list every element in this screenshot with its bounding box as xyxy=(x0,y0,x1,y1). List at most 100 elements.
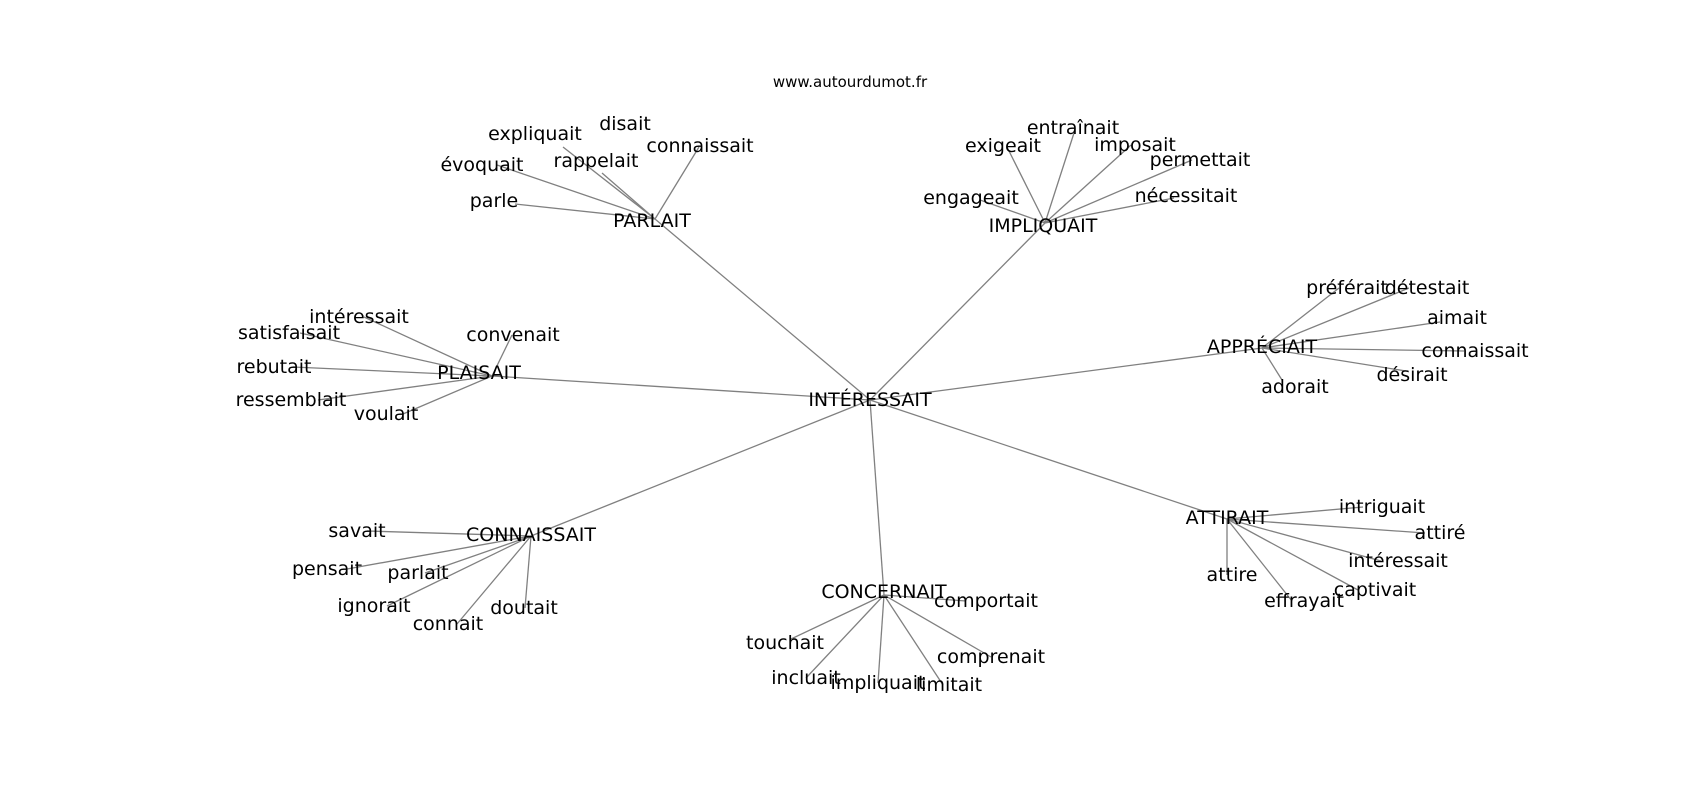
edge-hub-to-leaf xyxy=(883,594,967,602)
edge-hub-to-leaf xyxy=(805,594,885,679)
edge-hub-to-leaf xyxy=(299,332,493,377)
hub-node-label: PARLAIT xyxy=(613,210,691,232)
leaf-word-label: intéressait xyxy=(309,306,409,328)
edge-hub-to-leaf xyxy=(1226,518,1426,534)
leaf-word-label: attire xyxy=(1207,564,1258,586)
edge-hub-to-leaf xyxy=(1006,146,1046,224)
leaf-word-label: adorait xyxy=(1261,376,1329,398)
leaf-word-label: aimait xyxy=(1427,307,1487,329)
edge-hub-to-leaf xyxy=(601,172,656,220)
edge-hub-to-leaf xyxy=(346,535,532,570)
leaf-word-label: parlait xyxy=(387,562,448,584)
edge-hub-to-leaf xyxy=(292,366,493,377)
leaf-word-label: savait xyxy=(328,520,385,542)
edge-hub-to-leaf xyxy=(1261,347,1465,352)
edge-hub-to-leaf xyxy=(1226,518,1293,602)
leaf-word-label: incluait xyxy=(771,667,840,689)
leaf-word-label: intriguait xyxy=(1339,496,1425,518)
edge-hub-to-leaf xyxy=(402,375,493,415)
edge-hub-to-leaf xyxy=(514,203,656,220)
hub-node-label: APPRÉCIAIT xyxy=(1207,335,1318,358)
edge-hub-to-leaf xyxy=(363,316,493,377)
edge-hub-to-leaf xyxy=(883,594,944,686)
hub-node-label: CONNAISSAIT xyxy=(466,524,596,546)
leaf-word-label: ressemblait xyxy=(236,389,347,411)
leaf-word-label: préférait xyxy=(1306,277,1388,299)
leaf-word-label: nécessitait xyxy=(1135,185,1238,207)
hub-node-label: IMPLIQUAIT xyxy=(989,215,1098,237)
leaf-word-label: rappelait xyxy=(554,150,639,172)
leaf-word-label: attiré xyxy=(1415,522,1466,544)
leaf-word-label: entraînait xyxy=(1027,117,1119,139)
edge-root-to-hub xyxy=(869,222,1046,401)
edge-hub-to-leaf xyxy=(1261,347,1407,372)
edge-hub-to-leaf xyxy=(1261,287,1410,349)
edge-hub-to-leaf xyxy=(1226,518,1382,562)
root-node-label: INTÉRESSAIT xyxy=(808,388,932,411)
leaf-word-label: connaissait xyxy=(646,135,753,157)
leaf-word-label: effrayait xyxy=(1264,590,1344,612)
edge-hub-to-leaf xyxy=(366,530,532,537)
leaf-word-label: limitait xyxy=(916,674,982,696)
edge-hub-to-leaf xyxy=(1044,144,1132,224)
edge-hub-to-leaf xyxy=(562,146,656,220)
edge-hub-to-leaf xyxy=(1044,159,1193,224)
edge-hub-to-leaf xyxy=(524,535,532,609)
edge-root-to-hub xyxy=(869,347,1263,401)
edge-hub-to-leaf xyxy=(424,535,532,574)
leaf-word-label: imposait xyxy=(1094,134,1176,156)
leaf-word-label: voulait xyxy=(354,403,419,425)
leaf-word-label: détestait xyxy=(1385,277,1470,299)
edge-hub-to-leaf xyxy=(1226,518,1359,591)
hub-node-label: PLAISAIT xyxy=(437,362,521,384)
leaf-word-label: désirait xyxy=(1376,364,1447,386)
leaf-word-label: pensait xyxy=(292,558,362,580)
leaf-word-label: exigeait xyxy=(965,135,1041,157)
edge-hub-to-leaf xyxy=(1261,287,1340,349)
leaf-word-label: satisfaisait xyxy=(238,322,340,344)
edge-hub-to-leaf xyxy=(790,594,885,640)
hub-node-label: ATTIRAIT xyxy=(1186,507,1269,529)
leaf-word-label: comportait xyxy=(934,590,1038,612)
leaf-word-label: connait xyxy=(413,613,484,635)
leaf-word-label: intéressait xyxy=(1348,550,1448,572)
site-credit: www.autourdumot.fr xyxy=(773,73,928,91)
edge-root-to-hub xyxy=(869,399,1228,520)
edge-hub-to-leaf xyxy=(491,334,513,377)
edge-hub-to-leaf xyxy=(386,535,532,607)
edge-hub-to-leaf xyxy=(1261,321,1441,349)
leaf-word-label: doutait xyxy=(490,597,558,619)
leaf-word-label: comprenait xyxy=(937,646,1045,668)
edge-hub-to-leaf xyxy=(496,164,656,220)
edge-hub-to-leaf xyxy=(317,375,493,401)
leaf-word-label: connaissait xyxy=(1421,340,1528,362)
edge-hub-to-leaf xyxy=(877,594,885,684)
leaf-word-label: disait xyxy=(599,113,651,135)
leaf-word-label: convenait xyxy=(466,324,559,346)
edge-root-to-hub xyxy=(491,375,871,401)
leaf-word-label: permettait xyxy=(1150,149,1251,171)
leaf-word-label: expliquait xyxy=(488,123,582,145)
edge-hub-to-leaf xyxy=(1261,347,1283,381)
edge-hub-to-leaf xyxy=(1226,506,1364,520)
edge-hub-to-leaf xyxy=(979,199,1046,224)
edge-hub-to-leaf xyxy=(1044,197,1175,224)
leaf-word-label: touchait xyxy=(746,632,824,654)
edge-hub-to-leaf xyxy=(456,535,532,625)
edge-hub-to-leaf xyxy=(883,594,992,658)
hub-node-label: CONCERNAIT xyxy=(821,581,947,603)
edge-root-to-hub xyxy=(530,399,871,537)
labels-layer: www.autourdumot.fr disait expliquait conna… xyxy=(236,73,1529,696)
edges-layer xyxy=(292,132,1465,686)
leaf-word-label: ignorait xyxy=(337,595,410,617)
edge-hub-to-leaf xyxy=(1044,132,1075,224)
leaf-word-label: impliquait xyxy=(831,672,926,694)
leaf-word-label: parle xyxy=(470,190,518,212)
leaf-word-label: captivait xyxy=(1334,579,1417,601)
edge-root-to-hub xyxy=(654,218,871,401)
leaf-word-label: évoquait xyxy=(440,154,523,176)
edge-root-to-hub xyxy=(869,399,885,596)
edge-hub-to-leaf xyxy=(654,146,700,220)
leaf-word-label: engageait xyxy=(923,187,1019,209)
leaf-word-label: rebutait xyxy=(236,356,311,378)
